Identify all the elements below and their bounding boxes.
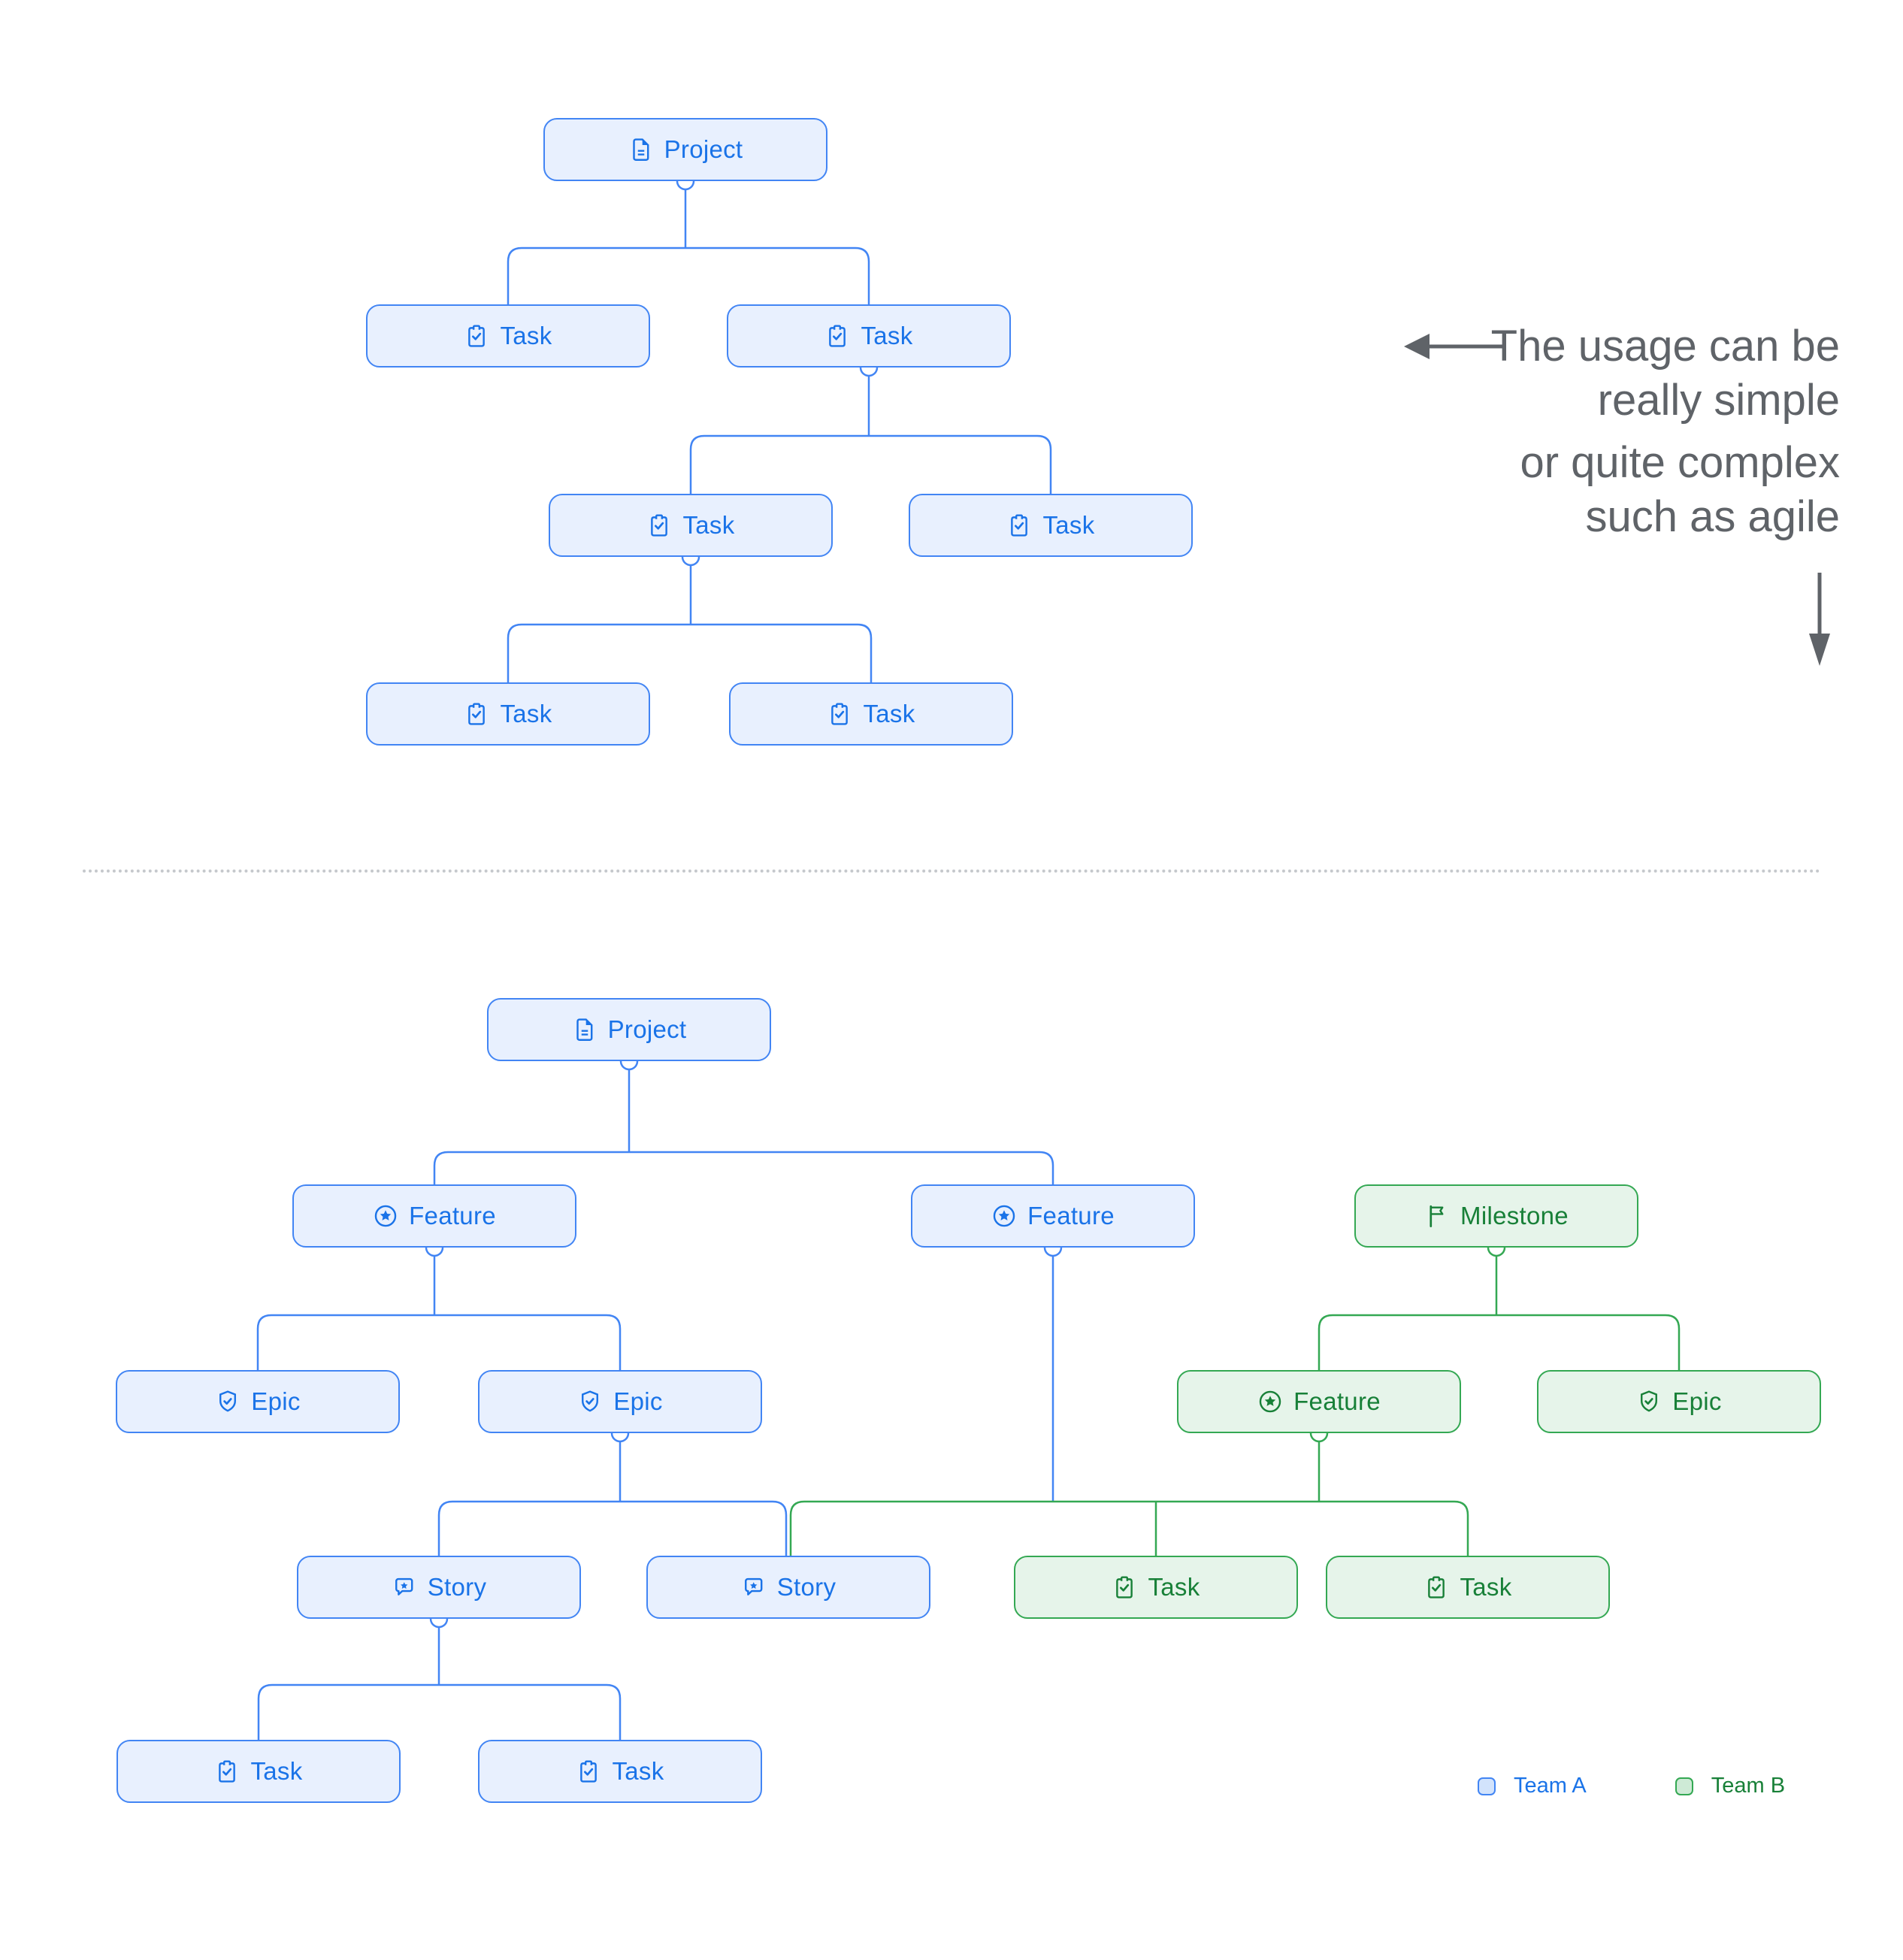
legend-label: Team A xyxy=(1514,1774,1587,1798)
node-label: Task xyxy=(250,1757,303,1785)
node-label: Task xyxy=(500,322,552,349)
node-label: Feature xyxy=(1293,1387,1381,1415)
connector-edge xyxy=(1318,1256,1681,1370)
down-arrow-icon xyxy=(1809,573,1830,666)
connector-edge xyxy=(507,565,873,682)
connector-edge xyxy=(507,189,870,304)
node-label: Task xyxy=(863,700,915,727)
connector-edge xyxy=(256,1256,622,1370)
task-icon xyxy=(824,323,850,349)
node-label: Story xyxy=(776,1573,837,1601)
annotation-line: such as agile xyxy=(1585,492,1840,541)
tree-node-t-task5: Task xyxy=(366,682,650,746)
milestone-icon xyxy=(1424,1203,1450,1229)
annotation-paragraph: The usage can be really simple xyxy=(1491,319,1840,428)
task-icon xyxy=(1112,1574,1137,1600)
connector-edge xyxy=(433,1069,1054,1184)
connector-edge xyxy=(789,1441,1469,1556)
tree-node-b-story2: Story xyxy=(646,1556,930,1619)
legend-item-team-b: Team B xyxy=(1675,1774,1785,1798)
task-icon xyxy=(214,1759,240,1784)
node-label: Feature xyxy=(409,1202,496,1230)
feature-icon xyxy=(373,1203,398,1229)
legend-item-team-a: Team A xyxy=(1478,1774,1587,1798)
tree-node-t-task3: Task xyxy=(549,494,833,557)
tree-node-t-task2: Task xyxy=(727,304,1011,368)
connector-edge xyxy=(257,1627,622,1740)
tree-node-b-epic1: Epic xyxy=(116,1370,400,1433)
connector-edge xyxy=(437,1441,788,1556)
tree-node-b-feature1: Feature xyxy=(292,1184,576,1248)
feature-icon xyxy=(991,1203,1017,1229)
left-arrow-icon xyxy=(1404,334,1503,359)
tree-node-t-task4: Task xyxy=(909,494,1193,557)
annotation-text: The usage can be really simple or quite … xyxy=(1491,319,1840,544)
story-icon xyxy=(741,1574,767,1600)
legend: Team A Team B xyxy=(1478,1774,1785,1798)
document-icon xyxy=(628,137,654,162)
annotation-line: really simple xyxy=(1597,376,1840,425)
tree-node-b-gtask1: Task xyxy=(1014,1556,1298,1619)
node-label: Task xyxy=(500,700,552,727)
task-icon xyxy=(576,1759,601,1784)
node-label: Project xyxy=(607,1015,687,1043)
connector-edge xyxy=(689,376,1052,494)
team-b-swatch-icon xyxy=(1675,1777,1693,1795)
annotation-paragraph: or quite complex such as agile xyxy=(1491,436,1840,544)
tree-node-b-epic2: Epic xyxy=(478,1370,762,1433)
tree-node-b-gepic: Epic xyxy=(1537,1370,1821,1433)
tree-node-b-task1: Task xyxy=(116,1740,401,1803)
node-label: Task xyxy=(1042,511,1095,539)
node-label: Feature xyxy=(1027,1202,1115,1230)
story-icon xyxy=(392,1574,417,1600)
task-icon xyxy=(464,701,489,727)
node-label: Epic xyxy=(613,1387,663,1415)
tree-node-b-gtask2: Task xyxy=(1326,1556,1610,1619)
feature-icon xyxy=(1257,1389,1283,1414)
task-icon xyxy=(464,323,489,349)
team-a-swatch-icon xyxy=(1478,1777,1496,1795)
tree-node-b-story1: Story xyxy=(297,1556,581,1619)
tree-node-b-project: Project xyxy=(487,998,771,1061)
task-icon xyxy=(646,513,672,538)
task-icon xyxy=(1423,1574,1449,1600)
tree-node-b-task2: Task xyxy=(478,1740,762,1803)
task-icon xyxy=(1006,513,1032,538)
node-label: Task xyxy=(612,1757,664,1785)
document-icon xyxy=(572,1017,598,1042)
epic-icon xyxy=(1636,1389,1662,1414)
annotation-line: or quite complex xyxy=(1520,438,1840,487)
tree-node-b-gfeature: Feature xyxy=(1177,1370,1461,1433)
tree-node-t-task6: Task xyxy=(729,682,1013,746)
epic-icon xyxy=(215,1389,241,1414)
tree-node-b-milestone: Milestone xyxy=(1354,1184,1638,1248)
task-icon xyxy=(827,701,852,727)
tree-node-t-project: Project xyxy=(543,118,827,181)
node-label: Epic xyxy=(1672,1387,1722,1415)
node-label: Project xyxy=(664,135,743,163)
node-label: Task xyxy=(861,322,913,349)
tree-node-b-feature2: Feature xyxy=(911,1184,1195,1248)
node-label: Task xyxy=(682,511,735,539)
node-label: Milestone xyxy=(1460,1202,1569,1230)
tree-node-t-task1: Task xyxy=(366,304,650,368)
legend-label: Team B xyxy=(1711,1774,1786,1798)
epic-icon xyxy=(577,1389,603,1414)
annotation-line: The usage can be xyxy=(1490,322,1840,371)
node-label: Task xyxy=(1460,1573,1512,1601)
node-label: Task xyxy=(1148,1573,1200,1601)
node-label: Story xyxy=(427,1573,487,1601)
dotted-divider xyxy=(83,870,1821,873)
node-label: Epic xyxy=(251,1387,301,1415)
